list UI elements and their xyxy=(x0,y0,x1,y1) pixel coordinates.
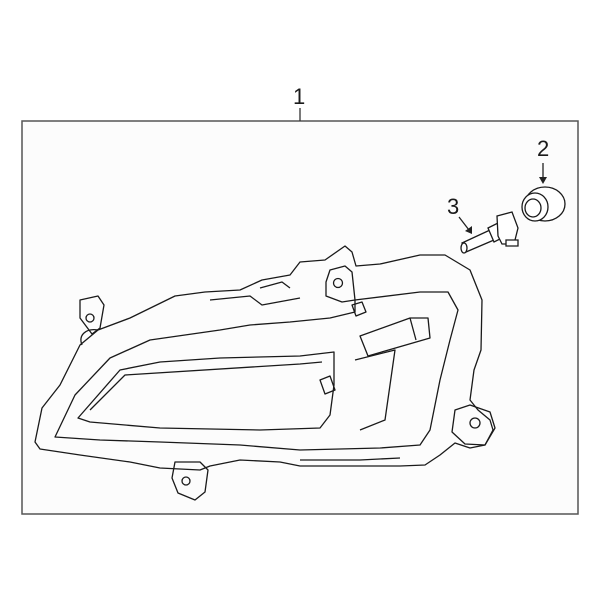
callout-2-label: 2 xyxy=(537,136,550,161)
callout-3-arrow xyxy=(458,216,472,234)
assembly-box xyxy=(21,120,579,515)
callout-3-label: 3 xyxy=(447,194,460,219)
callout-1-label: 1 xyxy=(293,84,306,109)
callout-2-arrow xyxy=(539,163,547,184)
socket-cap-part xyxy=(521,186,566,222)
headlamp-assembly-part xyxy=(34,245,496,501)
bulb-part xyxy=(460,211,519,254)
